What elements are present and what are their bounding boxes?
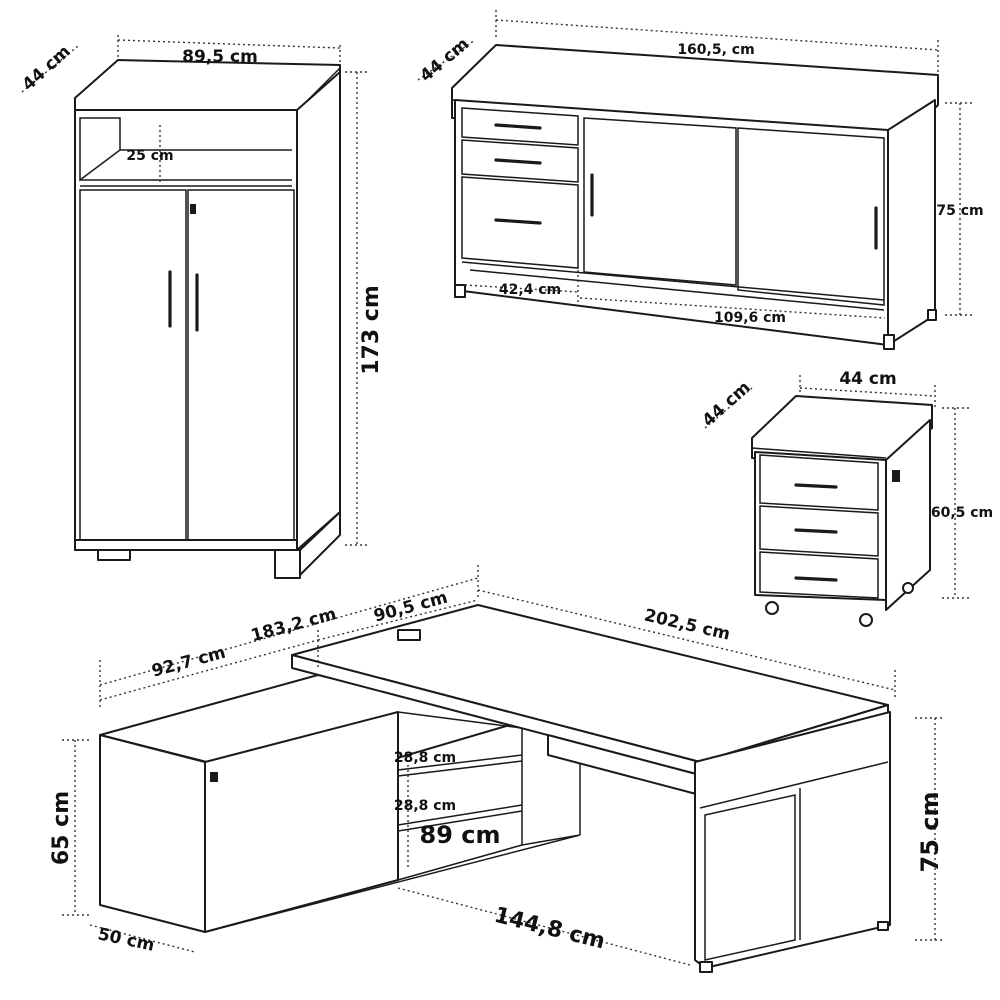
sideboard-right-door [737, 127, 885, 306]
pedestal-drawer-1-handle [794, 483, 838, 489]
wardrobe [21, 35, 370, 579]
desk-return-side [99, 734, 206, 933]
desk-return-height-label: 65 cm [49, 791, 74, 865]
desk-return-depth-label: 50 cm [96, 924, 156, 955]
wardrobe-side [296, 71, 341, 551]
desk-inner-width-label: 89 cm [420, 821, 501, 849]
desk-base-length-label: 144,8 cm [492, 903, 608, 955]
wardrobe-niche-label: 25 cm [126, 148, 173, 164]
pedestal-drawer-2-handle [794, 528, 838, 534]
sideboard [417, 10, 975, 350]
caster-icon [902, 582, 914, 594]
wardrobe-height-label: 173 cm [359, 285, 384, 375]
desk-total-length-label: 183,2 cm [249, 604, 339, 646]
sideboard-left-door [583, 117, 737, 286]
l-desk [62, 565, 945, 973]
sideboard-width-label: 160,5, cm [677, 42, 754, 58]
desk-shelf-2-label: 28,8 cm [394, 798, 456, 814]
desk-pedestal [694, 711, 891, 969]
pedestal-height-label: 60,5 cm [931, 505, 993, 521]
wardrobe-depth-label: 44 cm [19, 42, 75, 95]
desk-height-label: 75 cm [916, 792, 944, 873]
lock-icon [892, 470, 900, 482]
lock-icon [210, 772, 218, 782]
sideboard-drawer-3-handle [494, 218, 542, 225]
pedestal-top [751, 395, 933, 469]
sideboard-side [887, 99, 936, 346]
sideboard-height-label: 75 cm [936, 203, 983, 219]
cable-grommet-icon [397, 629, 421, 641]
sideboard-drawer-width-label: 42,4 cm [499, 282, 561, 298]
caster-icon [859, 613, 873, 627]
lock-icon [190, 204, 196, 214]
desk-top-length-label: 202,5 cm [642, 606, 732, 645]
sideboard-drawer-1-handle [494, 123, 542, 130]
caster-icon [765, 601, 779, 615]
sideboard-door-width-label: 109,6 cm [714, 310, 786, 326]
sideboard-drawer-2-handle [494, 158, 542, 165]
desk-shelf-1-label: 28,8 cm [394, 750, 456, 766]
pedestal-width-label: 44 cm [839, 369, 896, 389]
pedestal-depth-label: 44 cm [699, 378, 755, 431]
wardrobe-width-label: 89,5 cm [182, 47, 258, 67]
pedestal [704, 375, 970, 627]
pedestal-drawer-3-handle [794, 576, 838, 582]
